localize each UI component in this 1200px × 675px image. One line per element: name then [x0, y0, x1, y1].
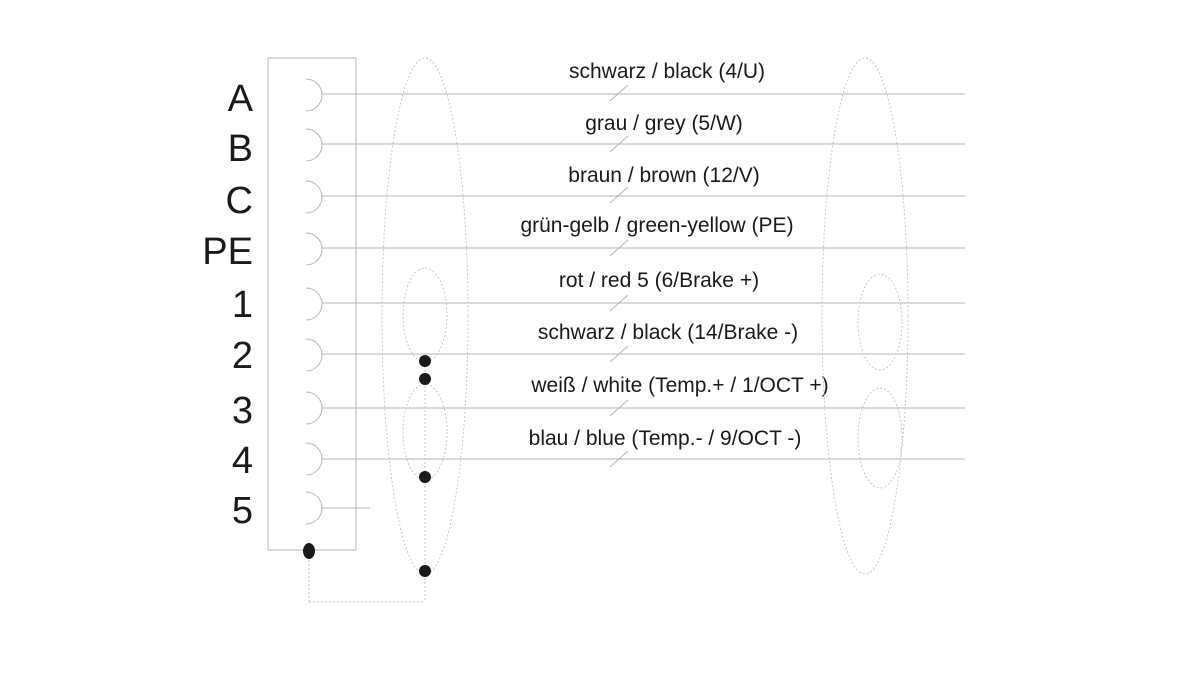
socket-contact [305, 391, 323, 425]
wire-label: braun / brown (12/V) [568, 164, 759, 187]
pin-labels: A B C PE 1 2 3 4 5 [202, 78, 253, 532]
shield-dot [419, 471, 431, 483]
pin-label-1: 1 [232, 284, 253, 326]
label-leader [609, 186, 629, 204]
label-leader [609, 84, 629, 102]
wire-label: schwarz / black (14/Brake -) [538, 321, 798, 344]
brake-pair-right-ellipse [857, 273, 903, 371]
cable-shield [381, 57, 909, 575]
label-leader [609, 294, 629, 312]
outer-shield-left-ellipse [381, 57, 469, 575]
wire-label: weiß / white (Temp.+ / 1/OCT +) [530, 374, 828, 397]
socket-contact [305, 232, 323, 266]
label-leader [609, 450, 629, 468]
socket-contact [305, 128, 323, 162]
shield-dot [419, 373, 431, 385]
socket-contacts [305, 78, 323, 525]
wire-lines [322, 93, 965, 509]
socket-contact [305, 338, 323, 372]
connector-housing [267, 57, 357, 551]
housing-ground-dot [303, 543, 315, 559]
pin-label-a: A [228, 78, 254, 120]
wire-label: blau / blue (Temp.- / 9/OCT -) [529, 427, 802, 450]
wire-label: schwarz / black (4/U) [569, 60, 765, 83]
connection-dots [303, 355, 431, 577]
pin-label-b: B [228, 128, 253, 170]
wire-label: grau / grey (5/W) [585, 112, 743, 135]
wire-label: rot / red 5 (6/Brake +) [559, 269, 759, 292]
label-leader [609, 135, 629, 153]
label-leaders [609, 84, 629, 468]
pin-label-2: 2 [232, 335, 253, 377]
socket-contact [305, 442, 323, 476]
pin-label-5: 5 [232, 490, 253, 532]
wire-labels: schwarz / black (4/U) grau / grey (5/W) … [520, 60, 828, 450]
pin-label-c: C [226, 180, 253, 222]
label-leader [609, 399, 629, 417]
pin-label-4: 4 [232, 440, 253, 482]
shield-dot [419, 565, 431, 577]
outer-shield-right-ellipse [821, 57, 909, 575]
label-leader [609, 239, 629, 257]
wire-label: grün-gelb / green-yellow (PE) [520, 214, 793, 237]
shield-drain [308, 362, 426, 603]
socket-contact [305, 287, 323, 321]
temp-pair-right-ellipse [857, 387, 903, 489]
label-leader [609, 345, 629, 363]
socket-contact [305, 78, 323, 112]
shield-dot [419, 355, 431, 367]
pin-label-3: 3 [232, 390, 253, 432]
socket-contact [305, 180, 323, 214]
socket-contact [305, 491, 323, 525]
brake-pair-left-ellipse [402, 267, 448, 363]
pin-label-pe: PE [202, 231, 253, 273]
